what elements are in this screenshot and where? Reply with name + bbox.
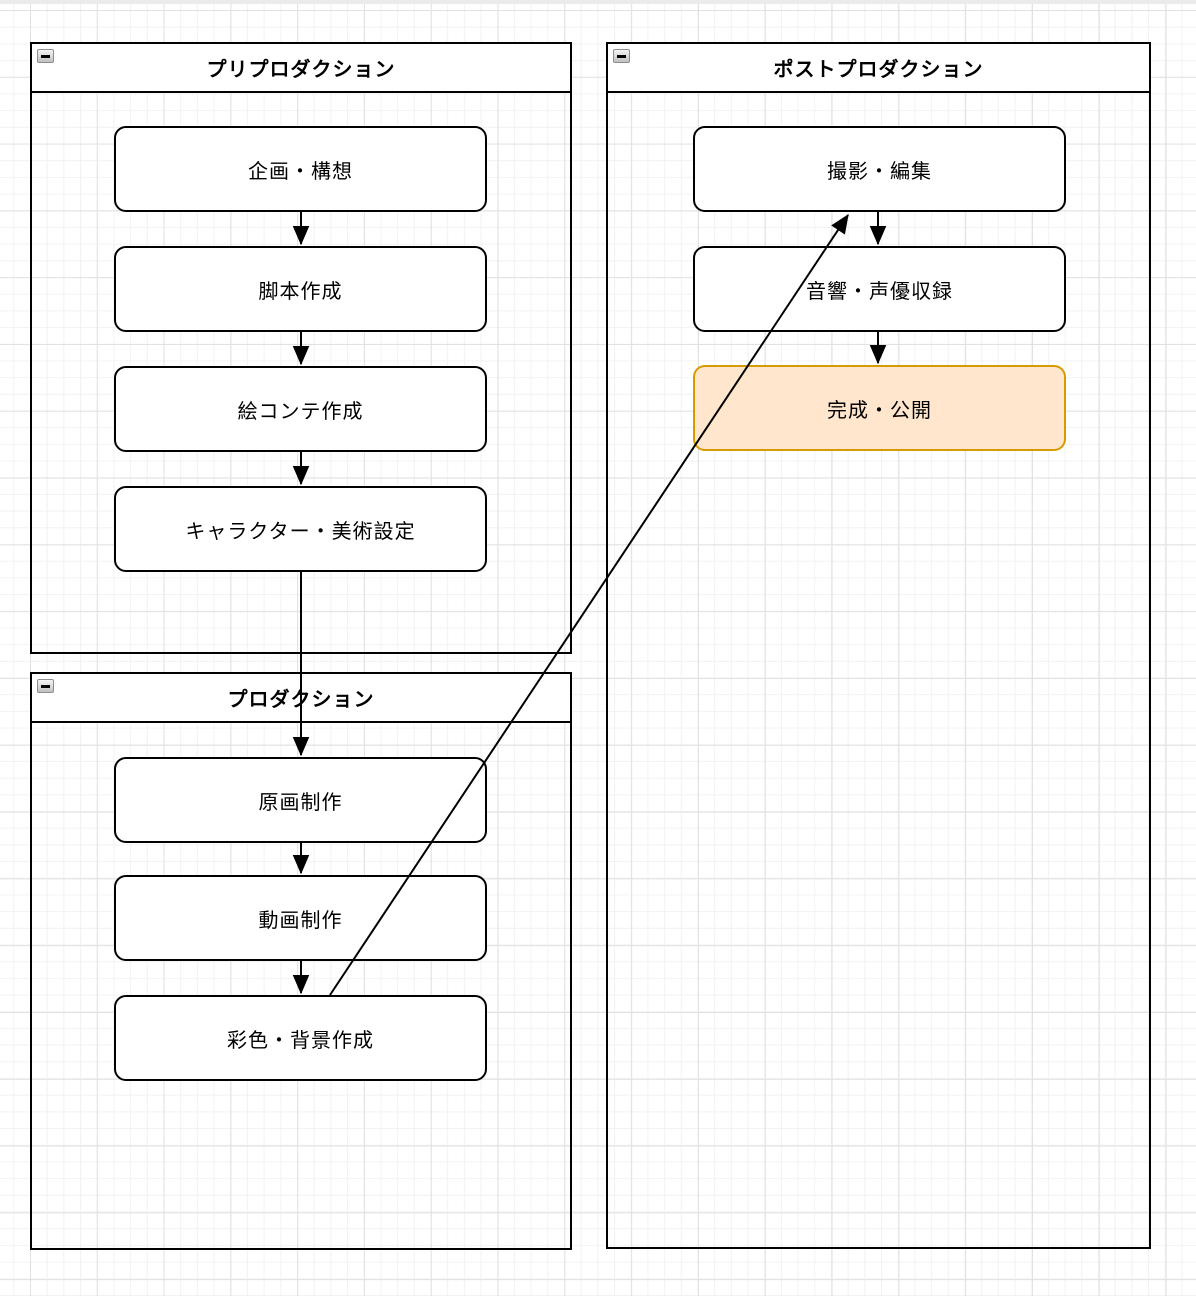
node-planning-concept[interactable]: 企画・構想 — [114, 126, 487, 212]
node-storyboard-creation[interactable]: 絵コンテ作成 — [114, 366, 487, 452]
lane-preproduction[interactable]: プリプロダクション — [30, 42, 572, 654]
node-label: 音響・声優収録 — [806, 280, 953, 303]
lane-production-title: プロダクション — [227, 689, 375, 711]
lane-preproduction-title: プリプロダクション — [206, 59, 396, 81]
node-label: 動画制作 — [258, 909, 343, 932]
minus-icon — [617, 54, 626, 58]
node-completion-release[interactable]: 完成・公開 — [693, 365, 1066, 451]
lane-preproduction-header[interactable]: プリプロダクション — [32, 44, 570, 93]
lane-production-header[interactable]: プロダクション — [32, 674, 570, 723]
minus-icon — [41, 54, 50, 58]
node-script-writing[interactable]: 脚本作成 — [114, 246, 487, 332]
node-label: 脚本作成 — [258, 280, 343, 303]
lane-postproduction-header[interactable]: ポストプロダクション — [608, 44, 1149, 93]
collapse-button-preproduction[interactable] — [37, 49, 54, 63]
lane-postproduction[interactable]: ポストプロダクション — [606, 42, 1151, 1249]
node-label: 原画制作 — [258, 791, 343, 814]
node-label: 完成・公開 — [827, 399, 932, 422]
node-label: 撮影・編集 — [827, 160, 932, 183]
node-label: 絵コンテ作成 — [237, 400, 364, 423]
collapse-button-postproduction[interactable] — [613, 49, 630, 63]
node-label: 企画・構想 — [248, 160, 353, 183]
node-label: 彩色・背景作成 — [227, 1029, 374, 1052]
node-filming-editing[interactable]: 撮影・編集 — [693, 126, 1066, 212]
node-character-art-design[interactable]: キャラクター・美術設定 — [114, 486, 487, 572]
minus-icon — [41, 684, 50, 688]
canvas-top-edge — [0, 0, 1196, 4]
node-inbetween-animation[interactable]: 動画制作 — [114, 875, 487, 961]
node-sound-voice-recording[interactable]: 音響・声優収録 — [693, 246, 1066, 332]
node-label: キャラクター・美術設定 — [185, 520, 416, 543]
collapse-button-production[interactable] — [37, 679, 54, 693]
lane-postproduction-title: ポストプロダクション — [773, 59, 984, 81]
node-coloring-background[interactable]: 彩色・背景作成 — [114, 995, 487, 1081]
node-key-animation[interactable]: 原画制作 — [114, 757, 487, 843]
